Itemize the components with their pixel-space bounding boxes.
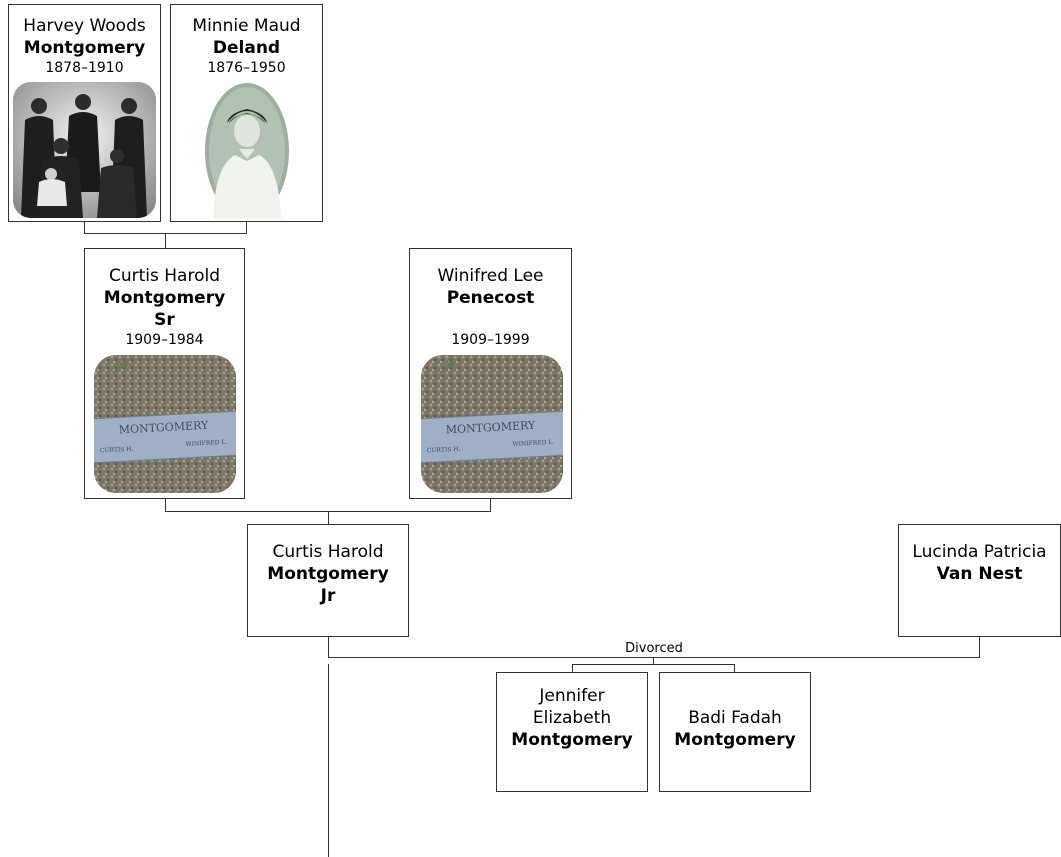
connector-gen4-bar [572, 664, 735, 665]
person-card-lucinda[interactable]: Lucinda Patricia Van Nest [898, 524, 1061, 637]
headstone-photo: MONTGOMERY CURTIS H. WINIFRED L. [94, 355, 236, 493]
person-card-minnie[interactable]: Minnie Maud Deland 1876–1950 [170, 4, 323, 222]
person-card-curtis-sr[interactable]: Curtis Harold Montgomery Sr 1909–1984 MO… [84, 248, 245, 499]
surname-suffix: Jr [320, 586, 336, 606]
surname: Van Nest [936, 564, 1023, 584]
connector-gen1-left-drop [84, 221, 85, 233]
portrait-photo [205, 83, 289, 219]
given-name: Lucinda Patricia [912, 542, 1047, 562]
given-name: Curtis Harold [108, 266, 220, 286]
relationship-label: Divorced [604, 641, 704, 656]
connector-gen3-child-drop [653, 657, 654, 664]
given-name: Harvey Woods [23, 16, 146, 36]
given-name: Jennifer [539, 686, 605, 706]
surname: Montgomery [511, 730, 633, 750]
family-photo [13, 82, 156, 218]
surname: Montgomery [103, 288, 226, 308]
headstone-name-text: MONTGOMERY [445, 419, 536, 437]
middle-name: Elizabeth [532, 708, 612, 728]
connector-gen4-left-drop [572, 664, 573, 672]
headstone-photo: MONTGOMERY CURTIS H. WINIFRED L. [421, 355, 563, 493]
headstone-left-text: CURTIS H. [100, 446, 134, 455]
surname: Montgomery [674, 730, 796, 750]
headstone-right-text: WINIFRED L. [185, 439, 227, 448]
life-dates: 1876–1950 [207, 60, 286, 76]
given-name: Curtis Harold [272, 542, 384, 562]
given-name: Winifred Lee [437, 266, 544, 286]
connector-gen1-right-drop [246, 221, 247, 233]
life-dates: 1878–1910 [45, 60, 124, 76]
headstone-right-text: WINIFRED L. [512, 439, 554, 448]
connector-gen4-right-drop [734, 664, 735, 672]
person-card-winifred[interactable]: Winifred Lee Penecost 1909–1999 MONTGOME… [409, 248, 572, 499]
connector-gen3-bar [328, 657, 980, 658]
surname: Montgomery [23, 38, 146, 58]
life-dates: 1909–1999 [451, 332, 530, 348]
surname: Montgomery [267, 564, 389, 584]
given-name: Minnie Maud [192, 16, 301, 36]
surname: Deland [212, 38, 281, 58]
connector-gen3-left-drop-2 [328, 636, 329, 657]
connector-gen3-right-drop [979, 636, 980, 657]
headstone-name-text: MONTGOMERY [118, 419, 209, 437]
headstone-left-text: CURTIS H. [427, 446, 461, 455]
person-card-harvey[interactable]: Harvey Woods Montgomery 1878–1910 [8, 4, 161, 222]
connector-gen1-child-drop [165, 233, 166, 248]
person-card-badi[interactable]: Badi Fadah Montgomery [659, 672, 811, 792]
connector-gen2-child-drop [328, 511, 329, 524]
person-card-jennifer[interactable]: Jennifer Elizabeth Montgomery [496, 672, 648, 792]
person-card-curtis-jr[interactable]: Curtis Harold Montgomery Jr [247, 524, 409, 637]
surname-suffix: Sr [154, 310, 175, 330]
given-name: Badi Fadah [688, 708, 782, 728]
connector-gen2-left-drop [165, 498, 166, 511]
connector-gen2-right-drop [490, 498, 491, 511]
life-dates: 1909–1984 [125, 332, 204, 348]
connector-gen3-left-drop [328, 664, 329, 857]
surname: Penecost [446, 288, 535, 308]
